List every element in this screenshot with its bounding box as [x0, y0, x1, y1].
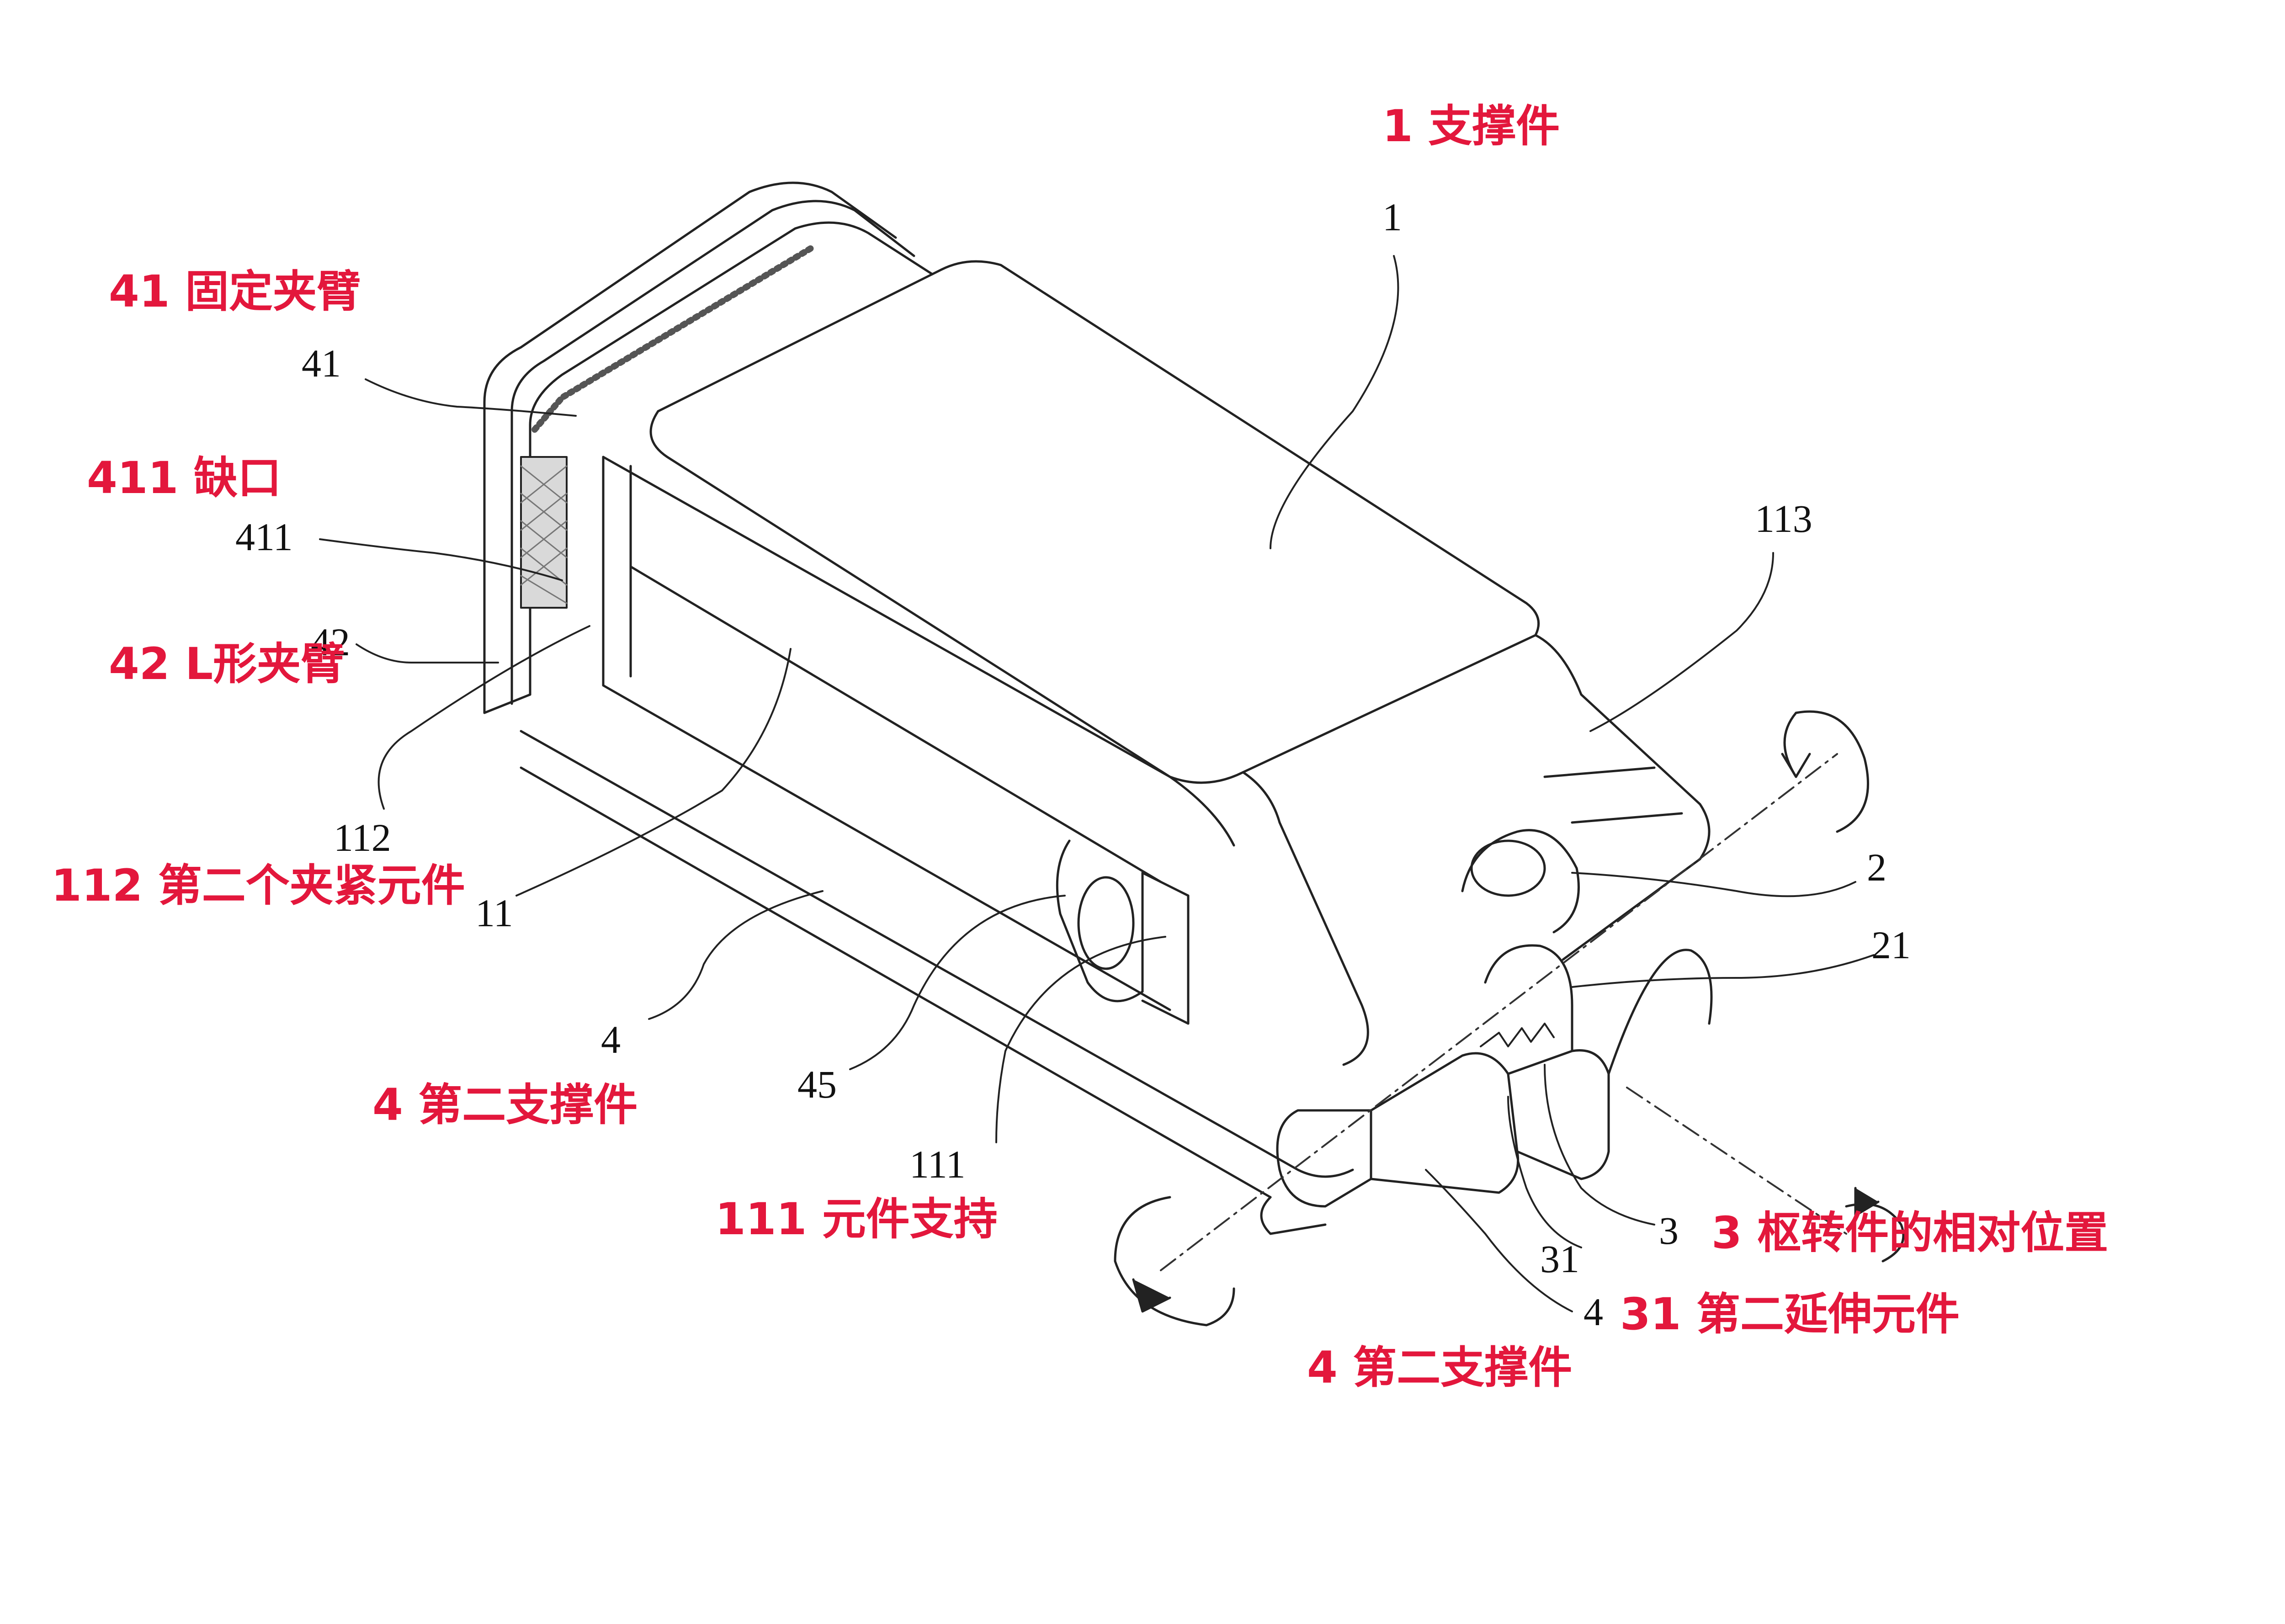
leader-111 — [995, 936, 1166, 1143]
label-support-1: 1 支撑件 — [1382, 101, 1560, 152]
ref-113: 113 — [1755, 497, 1812, 541]
leader-4 — [648, 890, 824, 1020]
ref-112: 112 — [334, 816, 391, 860]
ref-3: 3 — [1659, 1209, 1679, 1252]
leader-31 — [1507, 1096, 1582, 1248]
ref-1: 1 — [1382, 195, 1402, 239]
leader-42 — [356, 643, 499, 664]
label-second-extension-31: 31 第二延伸元件 — [1620, 1289, 1960, 1340]
leader-21 — [1571, 954, 1875, 988]
leader-45 — [849, 895, 1066, 1070]
leader-2 — [1571, 872, 1856, 897]
hinge-knuckle-21 — [1484, 944, 1573, 1052]
label-fixed-clamp-arm-41: 41 固定夹臂 — [109, 266, 361, 317]
lower-bar-4 — [520, 730, 1354, 1178]
hinge-knuckle-2 — [1461, 829, 1580, 934]
label-pivot-relative-position-3: 3 枢转件的相对位置 — [1711, 1207, 2109, 1258]
ref-45: 45 — [797, 1062, 837, 1106]
label-second-support-4-right: 4 第二支撑件 — [1307, 1342, 1573, 1393]
support-window — [1056, 839, 1144, 1003]
side-rail-11 — [602, 456, 1171, 1011]
clamp-plate-inner — [529, 221, 934, 696]
ref-11: 11 — [475, 891, 513, 935]
ref-411: 411 — [235, 515, 293, 559]
rotation-arrow-right — [1783, 710, 1869, 833]
label-element-support-111: 111 元件支持 — [715, 1194, 998, 1245]
ref-41: 41 — [302, 341, 341, 385]
rotation-axis — [1160, 753, 1838, 1271]
leader-113 — [1589, 552, 1774, 732]
label-second-support-4-left: 4 第二支撑件 — [372, 1079, 638, 1130]
ref-111: 111 — [909, 1142, 966, 1186]
clamp-plate-middle — [510, 200, 915, 705]
ref-4: 4 — [601, 1018, 621, 1061]
leader-112 — [377, 625, 590, 810]
label-notch-411: 411 缺口 — [87, 452, 282, 504]
leader-41 — [365, 378, 577, 417]
clamp-plate-outer — [483, 181, 897, 714]
leader-3 — [1544, 1064, 1655, 1226]
hinge-barrel-lower — [1276, 1109, 1372, 1208]
leader-1 — [1270, 255, 1399, 549]
leader-411 — [319, 538, 563, 581]
housing-top — [657, 260, 1540, 637]
ref-2: 2 — [1867, 845, 1886, 889]
label-l-clamp-arm-42: 42 L形夹臂 — [109, 638, 345, 690]
leader-4b — [1425, 1169, 1573, 1312]
ref-31: 31 — [1540, 1237, 1579, 1281]
rotation-arrow-left — [1114, 1196, 1235, 1327]
ref-4b: 4 — [1584, 1290, 1603, 1334]
notch-411-area — [520, 456, 568, 609]
ref-42: 42 — [311, 620, 350, 664]
notch-strip — [531, 244, 817, 433]
leader-11 — [515, 648, 792, 897]
label-second-clamp-element-112: 112 第二个夹紧元件 — [51, 860, 465, 911]
housing-front — [1534, 634, 1711, 961]
hinge-cap — [1470, 839, 1546, 897]
ref-21: 21 — [1871, 923, 1911, 967]
